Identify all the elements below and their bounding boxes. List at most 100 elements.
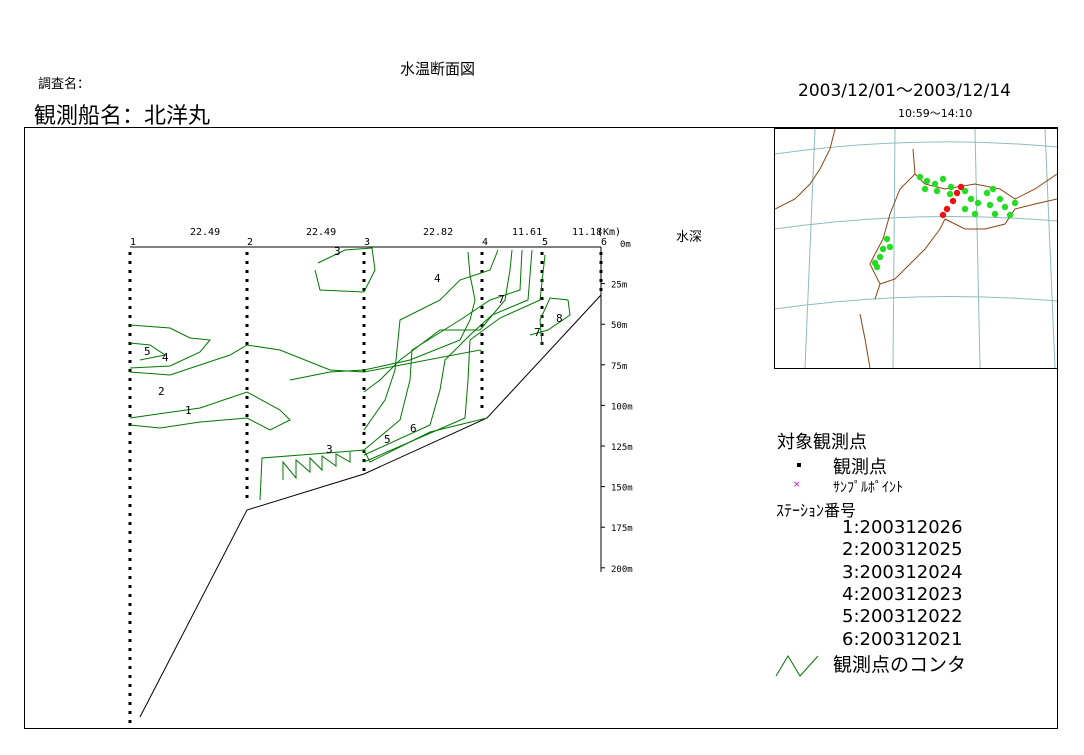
obs-point	[480, 378, 484, 381]
obs-point	[480, 270, 484, 273]
contour-label: 2	[158, 385, 165, 398]
map-points	[871, 173, 1019, 271]
obs-point	[128, 396, 132, 399]
map-station-dot	[953, 189, 961, 197]
depth-tick-label: 0m	[620, 240, 631, 250]
map-station-dot	[923, 177, 931, 185]
seabed-profile	[139, 294, 602, 718]
obs-point	[540, 324, 544, 327]
chart-title: 水温断面図	[400, 60, 476, 78]
obs-point	[128, 441, 132, 444]
legend-station: 2:200312025	[842, 539, 963, 561]
obs-point	[128, 477, 132, 480]
obs-point	[599, 261, 603, 264]
obs-point	[128, 306, 132, 309]
obs-point	[480, 315, 484, 318]
obs-point	[362, 351, 366, 354]
legend-station: 3:200312024	[842, 561, 963, 583]
map-station-dot	[967, 195, 975, 203]
time-range: 10:59～14:10	[898, 107, 973, 120]
obs-point	[128, 594, 132, 597]
obs-point	[128, 621, 132, 624]
obs-point	[128, 387, 132, 390]
obs-point	[245, 414, 249, 417]
contour-label: 1	[185, 404, 192, 417]
obs-point	[362, 360, 366, 363]
obs-point	[540, 288, 544, 291]
depth-tick-label: 100m	[611, 402, 633, 412]
obs-point	[128, 360, 132, 363]
obs-point	[245, 369, 249, 372]
obs-point	[362, 315, 366, 318]
obs-point	[245, 360, 249, 363]
obs-point	[128, 288, 132, 291]
contour-line	[363, 254, 546, 463]
obs-point	[128, 693, 132, 696]
map-station-dot	[939, 211, 947, 219]
map-station-dot	[961, 187, 969, 195]
obs-point	[362, 378, 366, 381]
obs-point	[245, 297, 249, 300]
map-station-dot	[947, 183, 955, 191]
obs-point	[128, 531, 132, 534]
contour-line	[129, 344, 483, 376]
obs-point	[128, 549, 132, 552]
obs-point	[480, 297, 484, 300]
map-station-dot	[983, 189, 991, 197]
contour-line	[363, 249, 499, 431]
contour-label: 5	[384, 433, 391, 446]
obs-point	[362, 279, 366, 282]
obs-point	[362, 459, 366, 462]
obs-point	[540, 252, 544, 255]
obs-point	[245, 405, 249, 408]
obs-point	[128, 540, 132, 543]
obs-point	[540, 333, 544, 336]
map-station-dot	[974, 199, 982, 207]
depth-tick-label: 200m	[611, 565, 633, 575]
obs-point	[245, 378, 249, 381]
map-station-dot	[971, 210, 979, 218]
obs-point	[480, 405, 484, 408]
obs-point	[128, 432, 132, 435]
contour-label: 8	[556, 312, 563, 325]
obs-point	[362, 387, 366, 390]
contour-label: 3	[326, 443, 333, 456]
depth-tick-label: 50m	[611, 321, 627, 331]
obs-point	[128, 414, 132, 417]
obs-point	[362, 333, 366, 336]
obs-point	[599, 279, 603, 282]
obs-point	[128, 567, 132, 570]
depth-tick-label: 125m	[611, 443, 633, 453]
map-station-dot	[883, 235, 891, 243]
coastline	[774, 128, 1058, 369]
obs-point	[128, 405, 132, 408]
contour-line	[363, 249, 523, 451]
obs-point	[362, 468, 366, 471]
obs-point	[245, 423, 249, 426]
obs-point	[245, 252, 249, 255]
obs-point	[480, 306, 484, 309]
obs-point	[245, 306, 249, 309]
contour-legend-icon	[775, 655, 819, 677]
obs-point	[362, 441, 366, 444]
legend-station: 1:200312026	[842, 517, 963, 538]
sample-point-icon: ×	[793, 480, 801, 490]
obs-point	[245, 387, 249, 390]
obs-point	[362, 405, 366, 408]
obs-point	[128, 648, 132, 651]
map-station-dot	[996, 195, 1004, 203]
obs-point	[362, 396, 366, 399]
obs-point	[128, 369, 132, 372]
map-station-dot	[943, 205, 951, 213]
obs-point	[480, 252, 484, 255]
obs-point	[245, 270, 249, 273]
obs-point	[128, 603, 132, 606]
map-station-dot	[933, 187, 941, 195]
distance-label: 11.18	[572, 227, 602, 238]
obs-point	[362, 423, 366, 426]
map-station-dot	[1001, 203, 1009, 211]
map-station-dot	[986, 201, 994, 209]
contour-line	[129, 324, 211, 369]
obs-point	[599, 270, 603, 273]
